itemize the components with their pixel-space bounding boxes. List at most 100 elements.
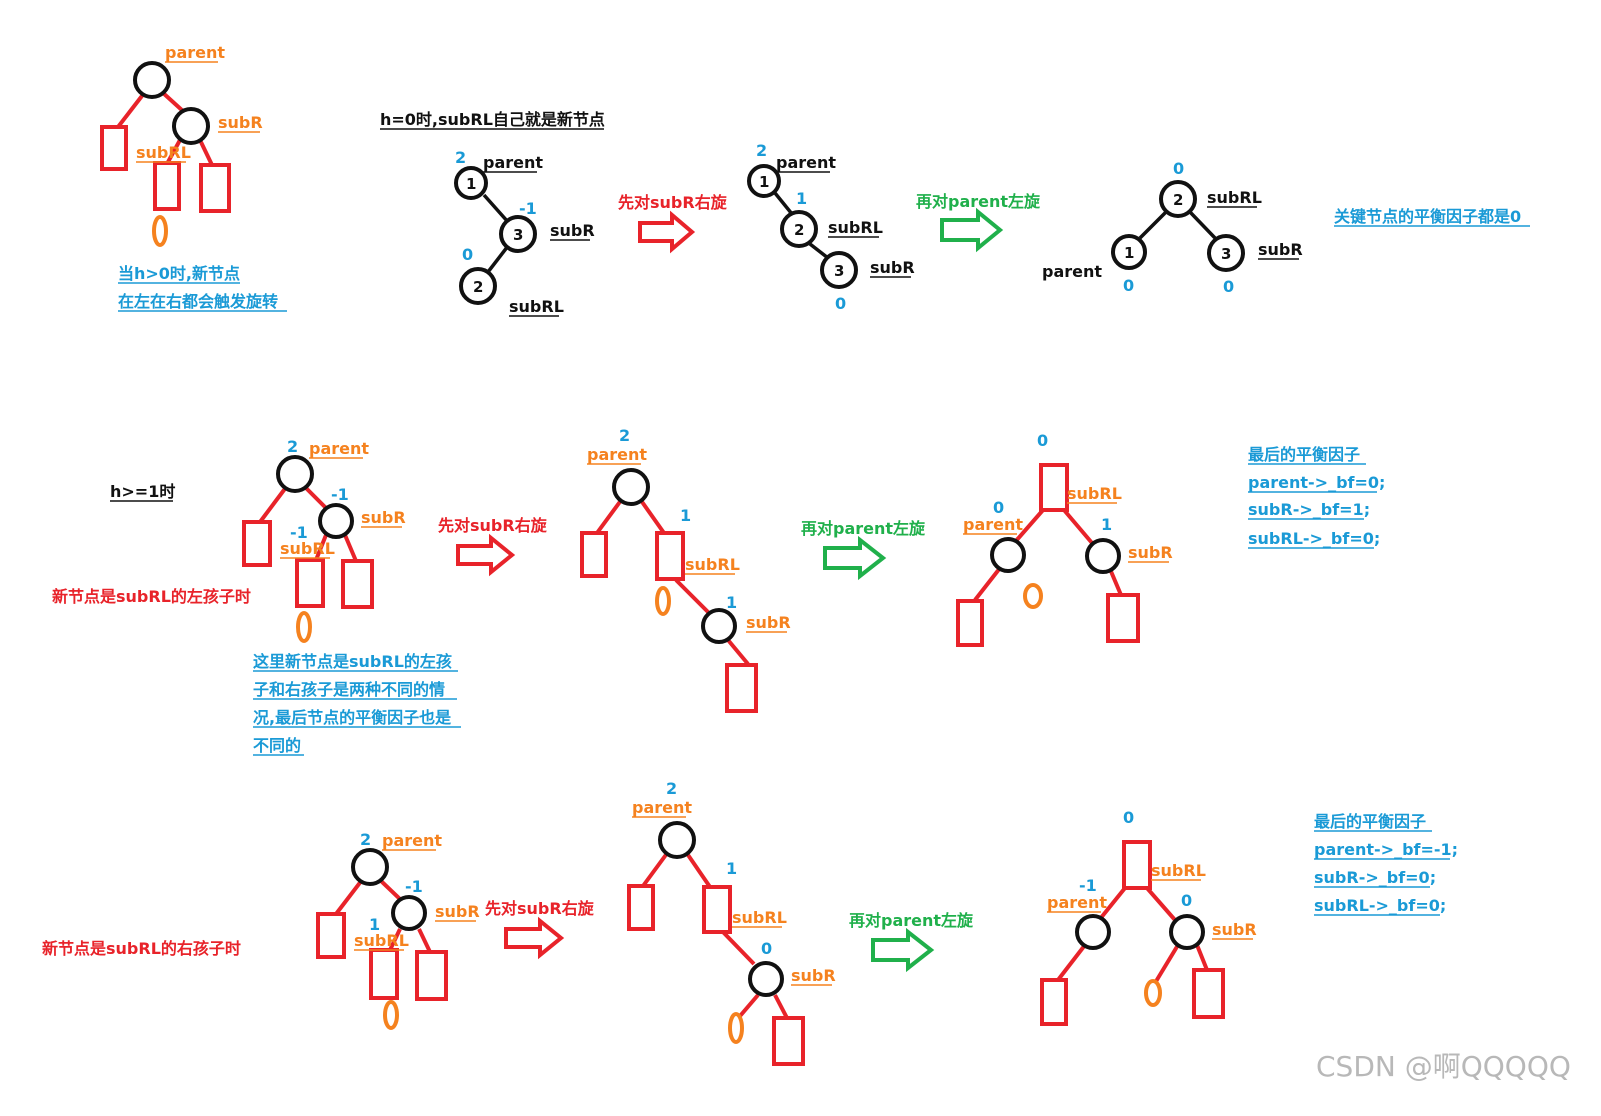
row2-case: 新节点是subRL的左孩子时 — [52, 587, 251, 606]
right-hollow-arrow-green-icon — [940, 207, 1004, 253]
generic-tree-top-left: parent subR subRL 当h>0时,新节点 在左在右都会触发旋转 — [100, 43, 287, 312]
row2-step-left: 再对parent左旋 — [801, 519, 926, 538]
row2-title: h>=1时 — [110, 482, 175, 501]
final-line2: subR->_bf=1; — [1248, 500, 1370, 519]
node-parent — [454, 166, 488, 200]
node-parent — [747, 164, 781, 198]
node-subR — [820, 251, 858, 289]
bf: 0 — [1123, 276, 1134, 295]
label-parent: parent — [1042, 262, 1102, 281]
explain-line3: 况,最后节点的平衡因子也是 — [253, 708, 451, 727]
key: 1 — [759, 173, 769, 191]
caption-line2: 在左在右都会触发旋转 — [118, 292, 278, 311]
label-parent: parent — [165, 43, 225, 62]
subtree — [316, 912, 346, 959]
bf: 0 — [1223, 277, 1234, 296]
label-subR: subR — [1212, 920, 1257, 939]
bf: 2 — [666, 779, 677, 798]
final-line3: subRL->_bf=0; — [1314, 896, 1446, 915]
label-subR: subR — [1258, 240, 1303, 259]
key: 2 — [473, 278, 483, 296]
explain-line2: 子和右孩子是两种不同的情 — [253, 680, 445, 699]
bf: -1 — [519, 199, 537, 218]
row3-step-left: 再对parent左旋 — [849, 911, 974, 930]
bf: 1 — [726, 593, 737, 612]
row1-tree3: 2 1 3 0 0 0 subRL subR parent — [1042, 159, 1303, 296]
key: 3 — [1221, 245, 1231, 263]
row2-left-child: h>=1时 新节点是subRL的左孩子时 2 -1 -1 parent subR… — [52, 426, 1385, 756]
right-hollow-arrow-red-icon — [456, 533, 516, 577]
bf: -1 — [331, 485, 349, 504]
key: 3 — [834, 262, 844, 280]
label-subR: subR — [435, 902, 480, 921]
subtree — [1040, 978, 1068, 1026]
key: 1 — [1124, 244, 1134, 262]
subtree — [415, 950, 448, 1001]
subtree-c — [199, 163, 231, 213]
label-subRL: subRL — [280, 539, 335, 558]
node-parent — [351, 848, 389, 886]
node-parent — [990, 537, 1026, 573]
subtree — [242, 520, 272, 567]
bf: 0 — [1037, 431, 1048, 450]
new-node — [296, 611, 312, 643]
label-subRL: subRL — [509, 297, 564, 316]
new-node — [728, 1012, 744, 1044]
row3-step-right: 先对subR右旋 — [485, 899, 595, 918]
label-subR: subR — [361, 508, 406, 527]
row3-tree1: 2 -1 1 parent subR subRL — [316, 830, 480, 1030]
node-subR — [318, 503, 354, 539]
label-subR: subR — [218, 113, 263, 132]
node-subR — [1207, 234, 1245, 272]
node-subR — [701, 608, 737, 644]
bf: 0 — [761, 939, 772, 958]
subtree — [772, 1016, 805, 1066]
subtree — [295, 558, 325, 608]
bf: 0 — [1181, 891, 1192, 910]
final-line1: parent->_bf=-1; — [1314, 840, 1458, 859]
row2-step-right: 先对subR右旋 — [438, 516, 548, 535]
subtree — [956, 599, 984, 647]
bf: 1 — [680, 506, 691, 525]
explain-line4: 不同的 — [253, 736, 301, 755]
bf: 2 — [287, 437, 298, 456]
label-subR: subR — [550, 221, 595, 240]
label-subRL: subRL — [685, 555, 740, 574]
subtree-a — [100, 125, 128, 171]
bf: 1 — [726, 859, 737, 878]
node-subRL — [780, 210, 818, 248]
final-line3: subRL->_bf=0; — [1248, 529, 1380, 548]
node-subR — [391, 895, 427, 931]
right-hollow-arrow-green-icon — [823, 535, 887, 581]
subR-node — [172, 107, 210, 145]
node-parent — [612, 468, 650, 506]
bf: 2 — [756, 141, 767, 160]
subtree — [1106, 593, 1140, 643]
label-parent: parent — [1047, 893, 1107, 912]
row2-final-bf: 最后的平衡因子 parent->_bf=0; subR->_bf=1; subR… — [1248, 445, 1385, 549]
label-parent: parent — [483, 153, 543, 172]
bf: -1 — [405, 877, 423, 896]
final-title: 最后的平衡因子 — [1314, 812, 1426, 831]
label-subRL: subRL — [136, 143, 191, 162]
node-subRL-subtree — [655, 531, 685, 581]
key: 3 — [513, 226, 523, 244]
new-node — [383, 1000, 399, 1030]
row1-h0: h=0时,subRL自己就是新节点 1 3 2 2 -1 0 parent su… — [380, 110, 1530, 317]
explain-line1: 这里新节点是subRL的左孩 — [253, 652, 452, 671]
bf: -1 — [290, 523, 308, 542]
node-subR — [1169, 914, 1205, 950]
node-parent — [1111, 234, 1147, 270]
label-parent: parent — [776, 153, 836, 172]
bf: 2 — [360, 830, 371, 849]
parent-node — [133, 61, 171, 99]
bf: 0 — [1123, 808, 1134, 827]
bf: 1 — [796, 189, 807, 208]
row3-case: 新节点是subRL的右孩子时 — [42, 939, 241, 958]
label-subRL: subRL — [1067, 484, 1122, 503]
bf: 2 — [455, 148, 466, 167]
right-hollow-arrow-red-icon — [638, 210, 696, 254]
new-node — [655, 586, 671, 616]
key: 2 — [794, 221, 804, 239]
